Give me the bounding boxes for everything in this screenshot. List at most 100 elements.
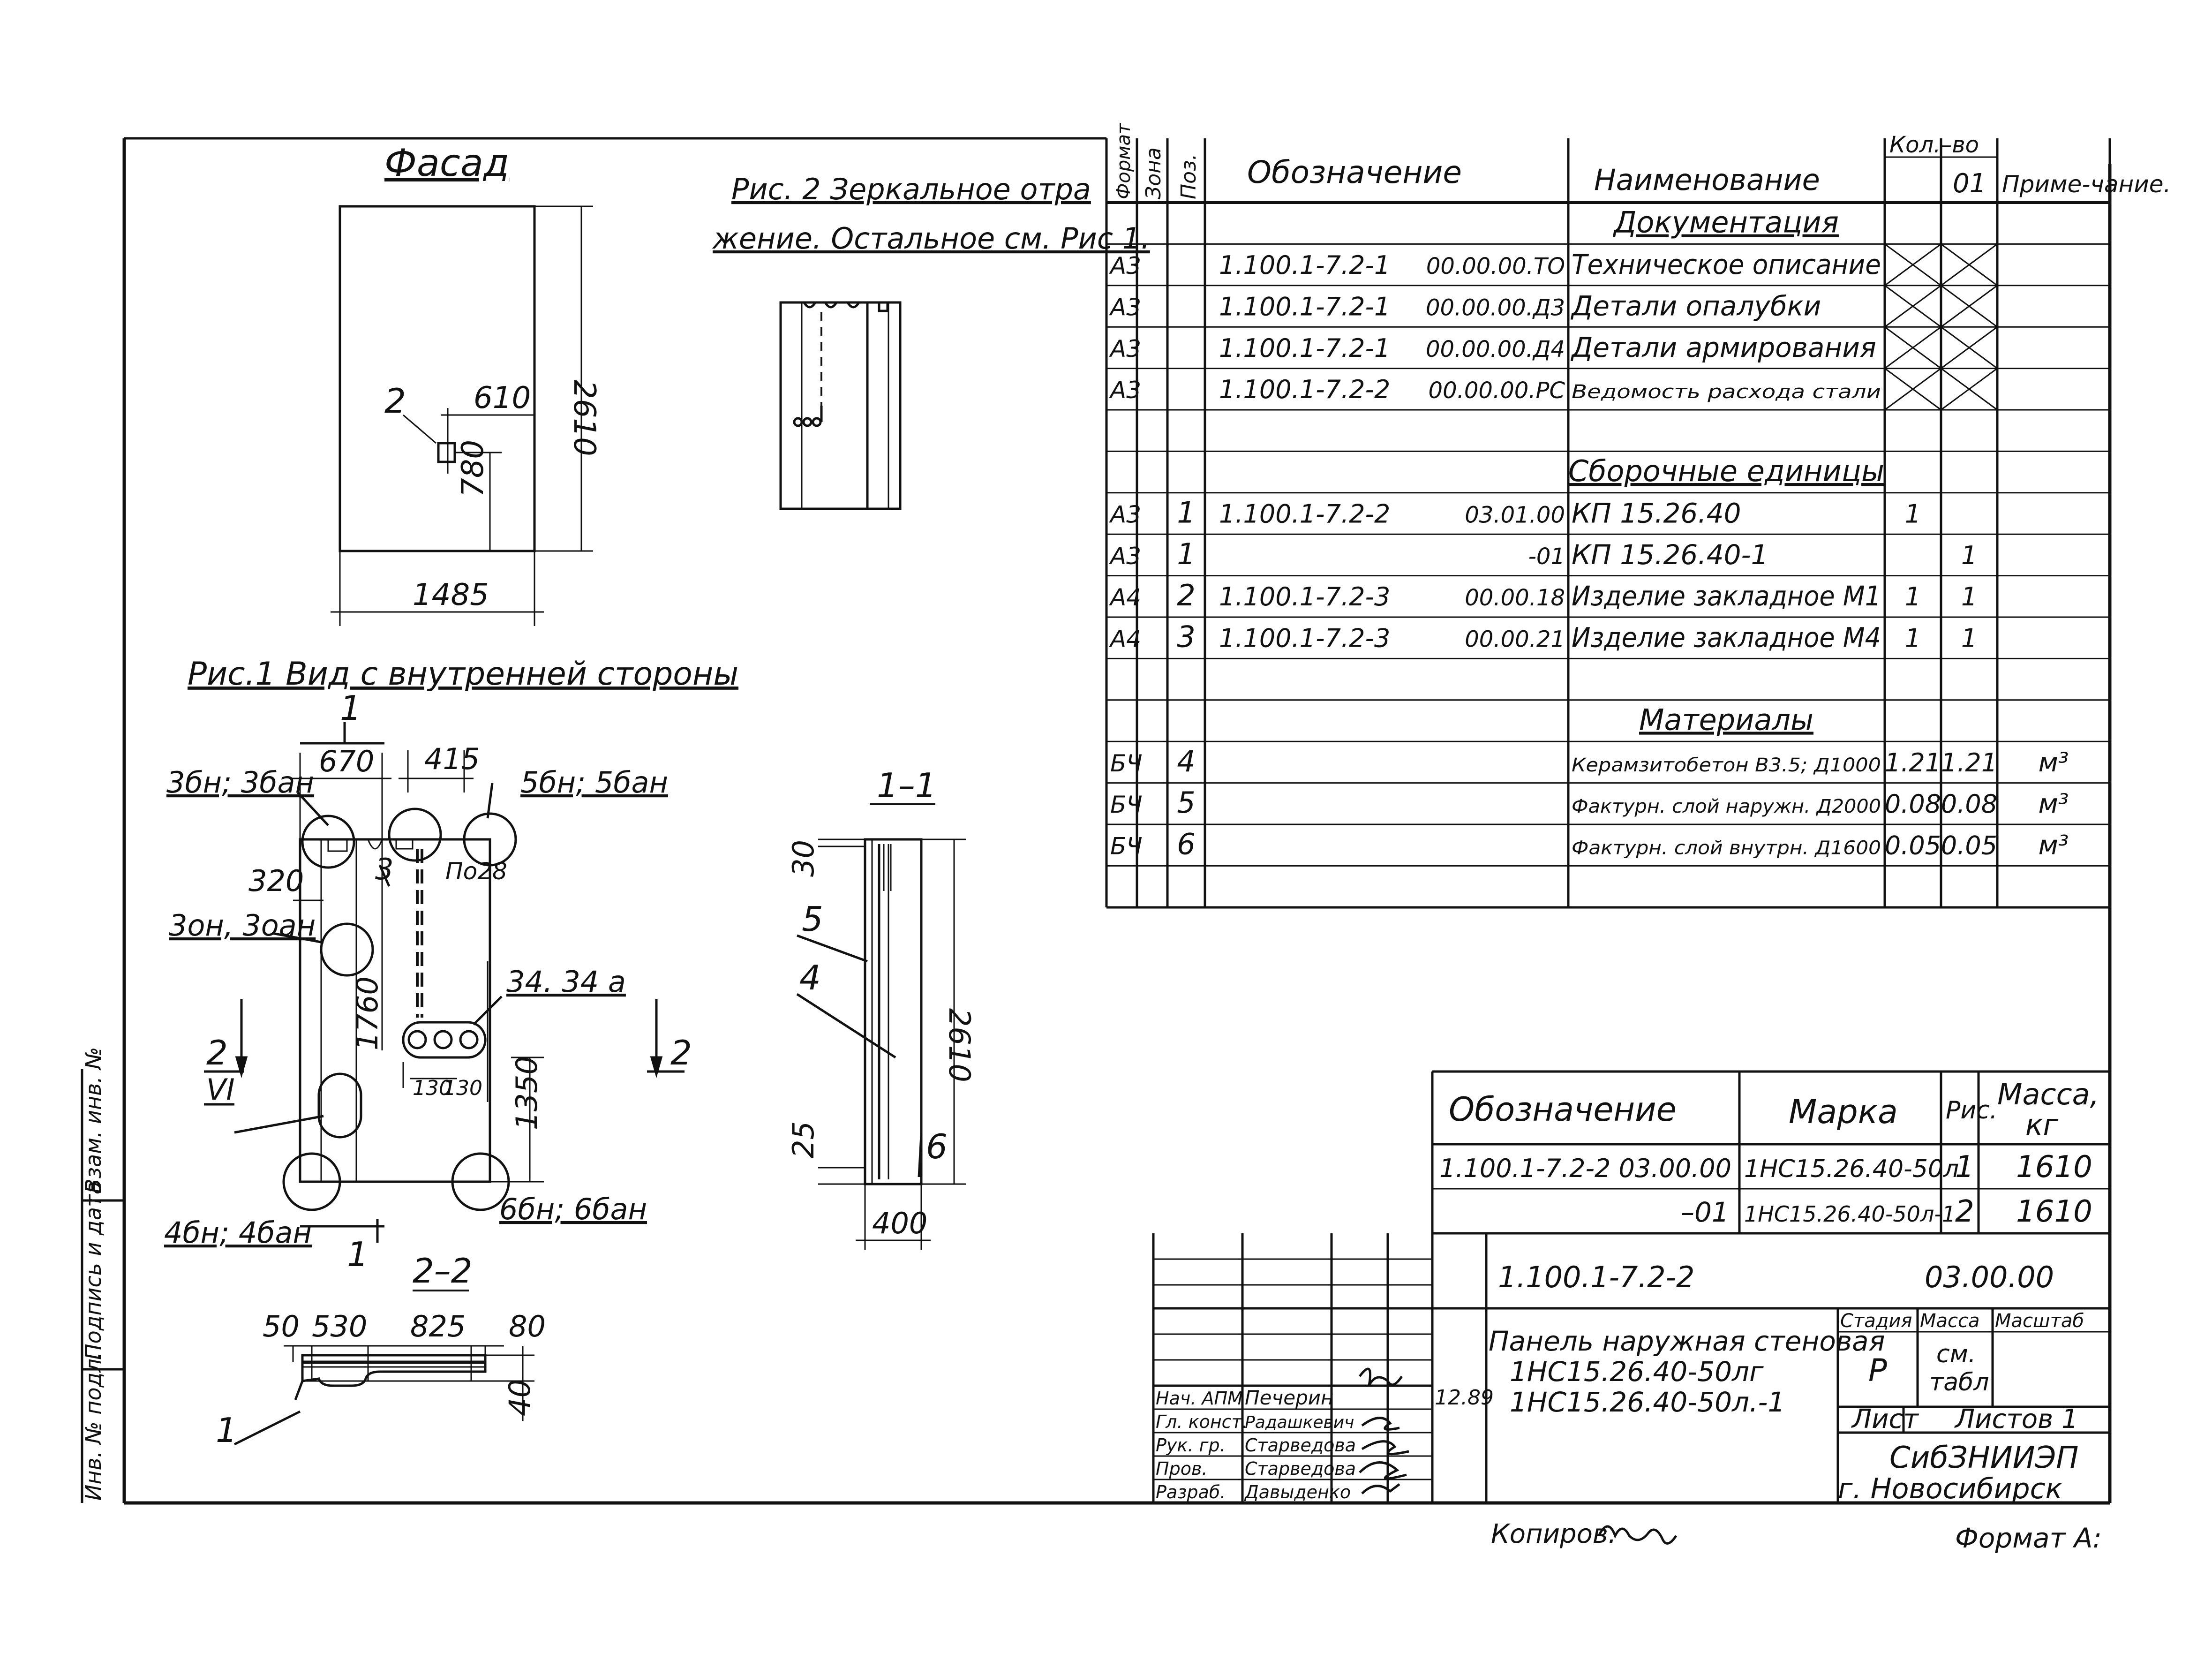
titleblock-person-4: Старведова <box>1245 1458 1356 1479</box>
section-2-2-dim-530: 530 <box>312 1309 367 1344</box>
margin-sign-label: Подпись и дата <box>81 1181 106 1360</box>
titleblock-mass-line1: см. <box>1936 1340 1976 1368</box>
fig1-dim-320: 320 <box>248 864 304 898</box>
spec-header-format: Формат <box>1113 122 1135 199</box>
section-2-2-title: 2–2 <box>413 1251 473 1291</box>
spec-header-qty: Кол.–во <box>1889 132 1979 158</box>
section-1-1-label-6: 6 <box>926 1127 948 1166</box>
fig1-dim-1350: 1350 <box>510 1056 544 1130</box>
fig1-label-2-left: 2 <box>206 1033 228 1072</box>
spec-row: Документация <box>1612 205 1839 240</box>
titleblock-person-3: Старведова <box>1245 1435 1356 1456</box>
facade-dim-610: 610 <box>474 381 531 415</box>
spec-cell-suffix: 03.01.00 <box>1465 502 1565 528</box>
spec-cell-pos: 2 <box>1177 578 1195 612</box>
fig1-dim-130-b: 130 <box>443 1076 482 1100</box>
spec-crossed-cells <box>1884 243 1998 411</box>
cross-line <box>1884 326 1941 369</box>
marks-header-fig: Рис. <box>1946 1096 1997 1125</box>
facade-dim-780: 780 <box>456 440 490 497</box>
section-2-2-dim-80: 80 <box>509 1309 546 1344</box>
section-1-1-label-5: 5 <box>802 899 823 939</box>
spec-cell-code: 1.100.1-7.2-1 <box>1219 333 1390 363</box>
spec-cell-suffix: 00.00.18 <box>1465 585 1565 611</box>
spec-cell-suffix: 00.00.00.Д4 <box>1426 336 1565 362</box>
spec-cell-suffix: 00.00.00.Д3 <box>1426 294 1565 321</box>
section-2-2-label-1: 1 <box>216 1411 237 1450</box>
spec-cell-code: 1.100.1-7.2-1 <box>1219 250 1390 280</box>
spec-cell-qty: 0.05 <box>1885 831 1941 860</box>
section-2-2-dim-50: 50 <box>263 1309 300 1344</box>
spec-cell-name: Детали опалубки <box>1570 290 1821 322</box>
fig2-caption-line2: жение. Остальное см. Рис 1. <box>712 221 1150 256</box>
spec-cell-name: КП 15.26.40 <box>1572 497 1741 529</box>
fig1-label-5bn: 5бн; 5бан <box>520 765 668 800</box>
spec-cell-pos: 3 <box>1177 620 1195 654</box>
fig1-label-3on: 3он, 3оан <box>169 908 316 943</box>
spec-cell-qty01: 0.05 <box>1941 831 1997 860</box>
marks-row2-designation: –01 <box>1681 1196 1729 1228</box>
section-1-1-dim-400: 400 <box>872 1206 927 1240</box>
section-1-1-dim-25: 25 <box>786 1121 820 1158</box>
titleblock-grid <box>1152 1233 2110 1503</box>
fig1-dim-670: 670 <box>319 744 374 778</box>
titleblock-name-line3: 1НС15.26.40-50л.-1 <box>1510 1386 1785 1418</box>
facade-callout-2: 2 <box>384 381 406 421</box>
spec-cell-suffix: 00.00.00.ТО <box>1426 253 1565 279</box>
spec-cell-code: 1.100.1-7.2-3 <box>1219 624 1390 653</box>
spec-table-grid <box>1105 138 2111 909</box>
marks-row2-mark: 1НС15.26.40-50л-1 <box>1744 1201 1956 1227</box>
spec-cell-qty: 1 <box>1905 624 1921 653</box>
titleblock-stage-header: Стадия <box>1840 1310 1912 1332</box>
spec-header-name: Наименование <box>1594 163 1820 197</box>
spec-cell-format: БЧ <box>1110 833 1143 860</box>
spec-cell-note: м³ <box>2039 830 2069 861</box>
facade-dim-width: 1485 <box>413 578 489 612</box>
spec-cell-format: БЧ <box>1110 750 1143 777</box>
titleblock-role-5: Разраб. <box>1156 1482 1226 1502</box>
fig1-label-vi: VI <box>206 1072 235 1107</box>
spec-cell-suffix: 00.00.00.РС <box>1429 377 1565 404</box>
fig2-caption-line1: Рис. 2 Зеркальное отра <box>731 172 1091 206</box>
fig1-label-3: 3 <box>375 852 393 886</box>
spec-cell-code: 1.100.1-7.2-2 <box>1219 375 1390 404</box>
spec-row-lines <box>1106 243 2110 867</box>
facade-drawing <box>331 205 593 626</box>
titleblock-date: 12.89 <box>1435 1386 1494 1410</box>
fig1-label-34: 34. 34 а <box>506 965 626 999</box>
spec-cell-format: А3 <box>1109 335 1141 362</box>
spec-cell-pos: 1 <box>1177 495 1195 529</box>
facade-title: Фасад <box>384 141 509 185</box>
cross-line <box>1941 285 1998 328</box>
titleblock-name-line2: 1НС15.26.40-50лг <box>1510 1356 1764 1388</box>
titleblock-role-2: Гл. конст. <box>1156 1411 1248 1432</box>
spec-cell-pos: 4 <box>1177 744 1195 778</box>
spec-cell-format: А3 <box>1109 377 1141 404</box>
section-1-1-drawing <box>796 803 966 1250</box>
spec-cell-name: Изделие закладное М4 <box>1572 622 1881 654</box>
fig1-caption: Рис.1 Вид с внутренней стороны <box>188 656 738 693</box>
spec-cell-pos: 1 <box>1177 537 1195 571</box>
fig1-label-po28: По28 <box>445 858 507 885</box>
spec-cell-name: Фактурн. слой внутрн. Д1600 <box>1572 838 1881 859</box>
titleblock-stage: Р <box>1868 1352 1887 1389</box>
facade-dim-height: 2610 <box>567 380 602 456</box>
marks-row1-mark: 1НС15.26.40-50л <box>1744 1155 1959 1183</box>
titleblock-role-4: Пров. <box>1156 1458 1207 1479</box>
titleblock-sheet: Лист <box>1851 1404 1919 1434</box>
spec-cell-format: А3 <box>1109 252 1141 279</box>
section-1-1-label-4: 4 <box>799 958 821 997</box>
cross-line <box>1941 243 1998 287</box>
fig1-drawing <box>204 722 685 1243</box>
spec-section-title: Материалы <box>1639 702 1813 737</box>
spec-cell-format: А4 <box>1109 584 1141 611</box>
spec-cell-format: А4 <box>1109 626 1141 653</box>
spec-cell-format: А3 <box>1109 501 1141 528</box>
